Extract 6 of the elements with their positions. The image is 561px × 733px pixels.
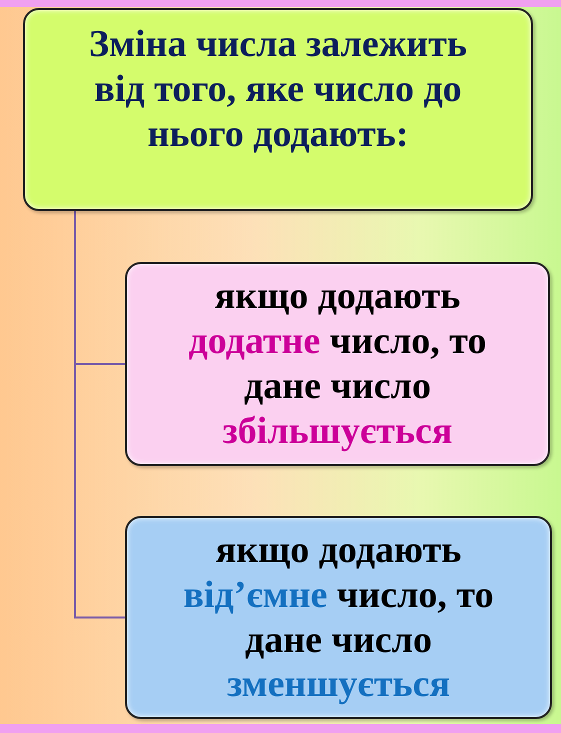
condition-box (125, 262, 550, 466)
box-text: якщо додають додатне число, то дане число збільшується (188, 274, 488, 454)
box-text: якщо додають від’ємне число, то дане число зменшується (182, 528, 495, 708)
condition-box (125, 516, 552, 719)
box-text: Зміна числа залежить від того, яке число до нього додають: (88, 22, 468, 157)
heading-box (23, 8, 533, 211)
